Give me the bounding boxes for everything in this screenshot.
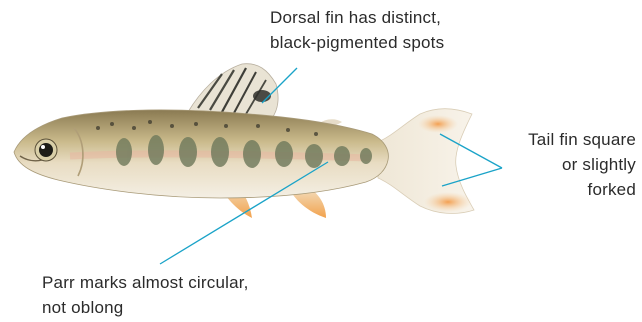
dorsal-fin-label-line-1: Dorsal fin has distinct, (270, 5, 444, 30)
tail-fin-label-line-2: or slightly (528, 152, 636, 177)
eye (35, 139, 57, 161)
tail-fin-label-line-1: Tail fin square (528, 127, 636, 152)
parr-marks-label-line-2: not oblong (42, 295, 249, 320)
tail-fin (378, 109, 474, 214)
dorsal-fin-label: Dorsal fin has distinct, black-pigmented… (270, 5, 444, 55)
parr-marks-label: Parr marks almost circular, not oblong (42, 270, 249, 320)
dorsal-fin-label-line-2: black-pigmented spots (270, 30, 444, 55)
dorsal-fin (188, 64, 278, 118)
tail-fin-label: Tail fin square or slightly forked (528, 127, 636, 202)
parr-marks-label-line-1: Parr marks almost circular, (42, 270, 249, 295)
tail-fin-label-line-3: forked (528, 177, 636, 202)
